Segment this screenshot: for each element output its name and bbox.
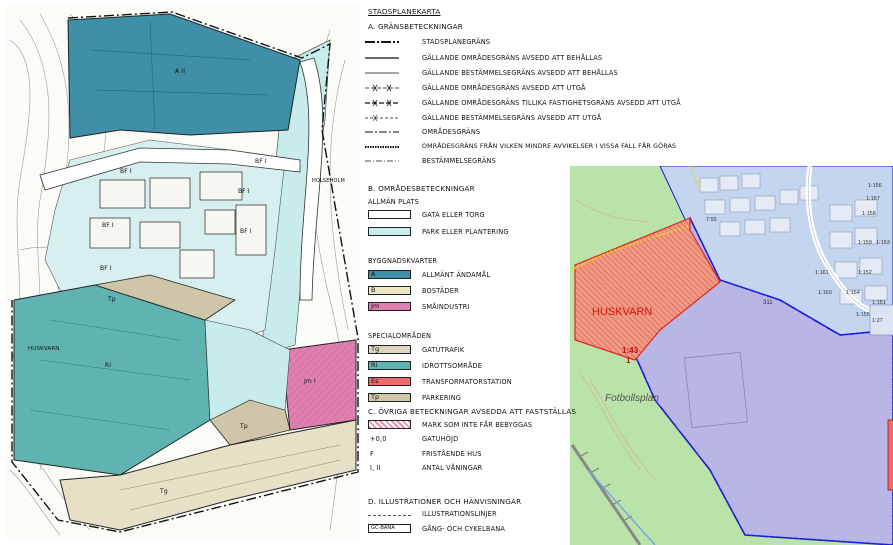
legend-b-allman-item: PARK ELLER PLANTERING	[422, 228, 509, 236]
legend-b-allman-item: GATA ELLER TORG	[422, 211, 485, 219]
legend-a-item: GÄLLANDE BESTÄMMELSEGRÄNS AVSEDD ATT BEH…	[422, 69, 618, 77]
inset-lot-label: 1:151	[872, 300, 886, 306]
inset-yellow-line	[570, 225, 691, 271]
legend-title: STADSPLANEKARTA	[368, 7, 441, 16]
legend-section-b-heading: B. OMRÅDESBETECKNINGAR	[368, 184, 475, 193]
zone-label-tp1: Tp	[108, 296, 116, 303]
road-band	[39, 147, 301, 191]
inset-lot-label: 7:55	[706, 217, 717, 223]
inset-football-field	[684, 351, 748, 429]
legend-d-item: ILLUSTRATIONSLINJER	[422, 510, 497, 518]
legend-sub-special: SPECIALOMRÅDEN	[368, 332, 432, 340]
inset-railway	[570, 444, 642, 545]
legend-section-c-heading: C. ÖVRIGA BETECKNINGAR AVSEDDA ATT FASTS…	[368, 407, 577, 416]
legend-c-item: ANTAL VÅNINGAR	[422, 464, 483, 472]
inset-lot-label: 1:159	[858, 240, 872, 246]
building-blocks	[89, 171, 267, 279]
inset-lot-label: 1:27	[872, 318, 883, 324]
inset-road-marker: 311	[763, 300, 773, 306]
legend-swatch-bostader: B	[368, 286, 411, 295]
legend-sub-allman: ALLMÄN PLATS	[368, 198, 419, 206]
legend-c-code: +0,0	[370, 435, 387, 443]
legend-a-item: OMRÅDESGRÄNS	[422, 128, 481, 136]
legend-b-bygg-item: SMÅINDUSTRI	[422, 303, 470, 311]
legend-c-code: I, II	[370, 464, 381, 472]
legend-swatch-transformator: Es	[368, 377, 411, 386]
plan-map	[6, 6, 360, 540]
zone-label-bf3: BF I	[238, 188, 250, 195]
legend-d-item: GÅNG- OCH CYKELBANA	[422, 525, 505, 533]
legend-b-special-item: IDROTTSOMRÅDE	[422, 362, 483, 370]
inset-lot-label: 1:153	[876, 240, 890, 246]
legend-a-item: GÄLLANDE OMRÅDESGRÄNS TILLIKA FASTIGHETS…	[422, 99, 681, 107]
inset-parcel-number: 1:43	[622, 346, 639, 355]
legend-b-special-item: PARKERING	[422, 394, 462, 402]
legend-section-a-heading: A. GRÄNSBETECKNINGAR	[368, 22, 463, 31]
inset-lot-label: 1:161	[815, 270, 829, 276]
zone-label-tp2: Tp	[240, 423, 248, 430]
zone-label-bf6: BF I	[100, 265, 112, 272]
legend-c-item: MARK SOM INTE FÅR BEBYGGAS	[422, 421, 533, 429]
inset-field-label: Fotbollsplan	[605, 393, 659, 404]
legend-sub-bygg: BYGGNADSKVARTER	[368, 257, 438, 265]
legend-b-special-item: GATUTRAFIK	[422, 346, 465, 354]
zone-parkering-1	[94, 274, 236, 321]
inset-lot-label: 1:154	[846, 290, 860, 296]
legend-swatch-parkering: Tp	[368, 393, 411, 402]
inset-lot-label: 1:157	[866, 196, 880, 202]
zone-allmant-andamal-top	[67, 13, 301, 139]
inset-lot-label: 1:155	[856, 312, 870, 318]
zone-label-tg: Tg	[160, 488, 168, 495]
zone-gatutrafik	[59, 419, 357, 531]
legend-a-item: GÄLLANDE BESTÄMMELSEGRÄNS AVSEDD ATT UTG…	[422, 114, 602, 122]
legend-line-styles	[365, 41, 399, 162]
legend-c-code: F	[370, 450, 374, 458]
inset-parcel-sub: 1	[626, 356, 631, 365]
legend-a-item: GÄLLANDE OMRÅDESGRÄNS AVSEDD ATT BEHÅLLA…	[422, 54, 603, 62]
legend-section-d-heading: D. ILLUSTRATIONER OCH HÄNVISNINGAR	[368, 497, 522, 506]
zone-label-bf1: BF I	[120, 168, 132, 175]
legend-swatch-gatutrafik: Tg	[368, 345, 411, 354]
zone-label-huskvarn: HUSKVARN	[28, 346, 60, 352]
zone-label-a2: A II	[175, 68, 186, 75]
legend-a-item: STADSPLANEGRÄNS	[422, 38, 491, 46]
legend-swatch-idrott: Ri	[368, 361, 411, 370]
inset-area-name: HUSKVARN	[592, 306, 653, 318]
legend-a-item: GÄLLANDE OMRÅDESGRÄNS AVSEDD ATT UTGÅ	[422, 84, 586, 92]
legend-swatch-gata	[368, 210, 411, 219]
street-label: HOLSEHOLM	[312, 178, 345, 184]
legend-swatch-allmant: A	[368, 270, 411, 279]
legend-b-bygg-item: ALLMÄNT ÄNDAMÅL	[422, 271, 491, 279]
legend-c-item: FRISTÅENDE HUS	[422, 450, 482, 458]
inset-lot-label: 1:160	[818, 290, 832, 296]
legend-a-item: OMRÅDESGRÄNS FRÅN VILKEN MINDRE AVVIKELS…	[422, 143, 677, 150]
legend-swatch-gc-bana: GC-BANA	[368, 524, 411, 533]
road-curve	[299, 57, 324, 301]
legend-b-bygg-item: BOSTÄDER	[422, 287, 459, 295]
zone-label-bf4: BF I	[240, 228, 252, 235]
legend-a-item: BESTÄMMELSEGRÄNS	[422, 157, 496, 165]
legend-swatch-park	[368, 227, 411, 236]
inset-map	[570, 166, 893, 545]
zone-label-bf2: BF I	[255, 158, 267, 165]
legend-b-special-item: TRANSFORMATORSTATION	[422, 378, 512, 386]
legend-c-item: GATUHÖJD	[422, 435, 459, 443]
inset-lot-label: 1:152	[858, 270, 872, 276]
zone-label-jm: Jm I	[304, 378, 316, 385]
legend-swatch-smaindustri: Jm	[368, 302, 411, 311]
legend-swatch-no-build	[368, 420, 411, 429]
zone-label-bf5: BF I	[102, 222, 114, 229]
inset-lot-label: 1:158	[862, 211, 876, 217]
zone-label-ri: Ri	[105, 362, 112, 369]
inset-lots	[699, 173, 888, 305]
legend-swatch-illustration	[368, 515, 411, 516]
inset-lot-label: 1:156	[868, 183, 882, 189]
